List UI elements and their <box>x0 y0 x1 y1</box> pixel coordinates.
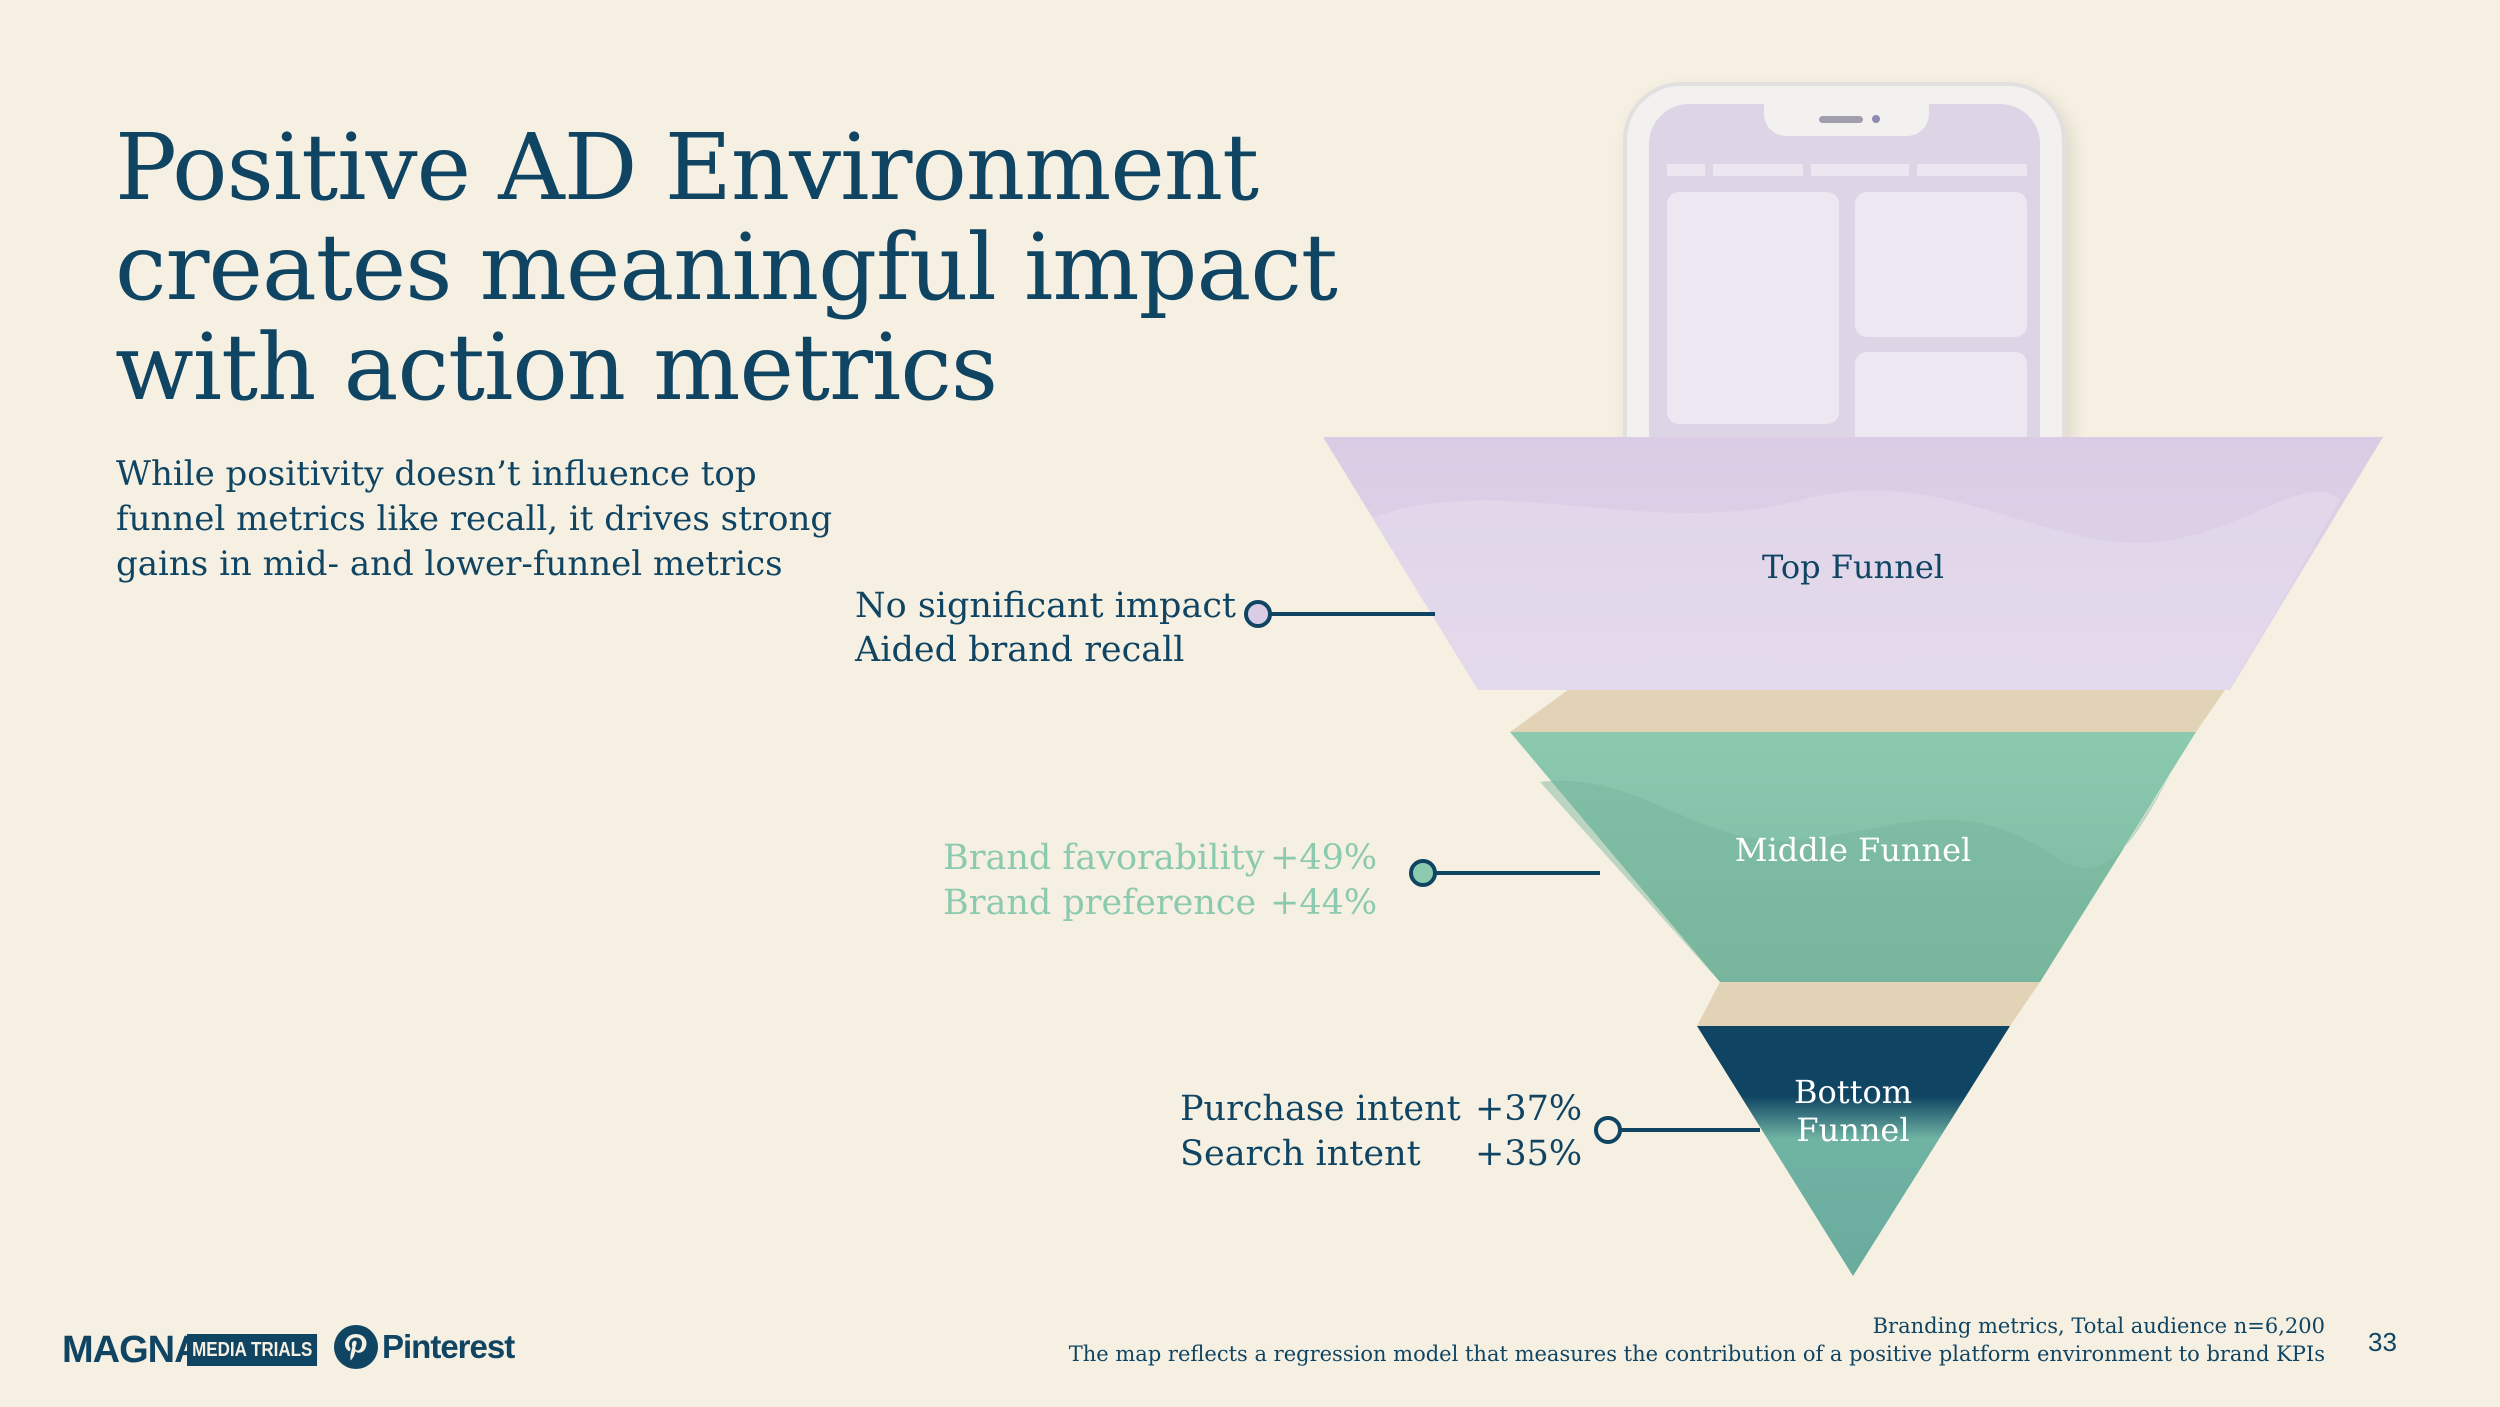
subtitle-line-1: While positivity doesn’t influence top <box>116 454 757 494</box>
magna-logo: MAGNA <box>62 1329 202 1371</box>
footnote-method: The map reflects a regression model that… <box>1068 1342 2325 1366</box>
phone-nav-bar <box>1811 164 1909 176</box>
middle-metric-name: Brand favorability <box>943 838 1265 878</box>
bottom-metric-value: +37% <box>1475 1089 1583 1129</box>
title-line-1: Positive AD Environment <box>115 114 1259 221</box>
footnote-sample: Branding metrics, Total audience n=6,200 <box>1872 1314 2325 1338</box>
bottom-funnel-label-line-2: Funnel <box>1796 1111 1910 1149</box>
top-metric-text: Aided brand recall <box>855 630 1185 670</box>
top-funnel-label: Top Funnel <box>1762 548 1944 586</box>
phone-illustration <box>1623 82 2066 456</box>
pinterest-wordmark: Pinterest <box>382 1328 515 1365</box>
title-line-3: with action metrics <box>115 314 998 421</box>
pinterest-icon <box>334 1325 378 1369</box>
phone-screen <box>1649 104 2040 456</box>
middle-leader-dot <box>1409 859 1437 887</box>
pinterest-glyph-icon <box>345 1334 367 1361</box>
bottom-funnel-shape <box>1697 1026 2010 1276</box>
phone-camera <box>1872 115 1880 123</box>
page-number: 33 <box>2368 1327 2397 1357</box>
middle-metric-value: +44% <box>1270 883 1378 923</box>
funnel-connector-top <box>1510 690 2225 732</box>
bottom-metric-name: Purchase intent <box>1180 1089 1461 1129</box>
bottom-funnel-label-line-1: Bottom <box>1793 1073 1913 1111</box>
subtitle-line-3: gains in mid- and lower-funnel metrics <box>116 544 783 584</box>
middle-metric-value: +49% <box>1270 838 1378 878</box>
subtitle-line-2: funnel metrics like recall, it drives st… <box>116 499 833 539</box>
funnel-connector-bottom <box>1697 982 2040 1026</box>
bottom-metric-value: +35% <box>1475 1134 1583 1174</box>
title-line-2: creates meaningful impact <box>115 214 1338 321</box>
phone-nav-bar <box>1667 164 1705 176</box>
bottom-leader-dot <box>1594 1116 1622 1144</box>
bottom-metric-name: Search intent <box>1180 1134 1421 1174</box>
middle-funnel-label: Middle Funnel <box>1734 831 1972 869</box>
top-impact-text: No significant impact <box>855 586 1236 626</box>
media-trials-logo: MEDIA TRIALS <box>187 1334 318 1366</box>
page-title: Positive AD Environment creates meaningf… <box>115 114 1338 421</box>
phone-notch <box>1764 104 1929 136</box>
middle-funnel-shape <box>1510 732 2196 982</box>
phone-speaker <box>1819 116 1863 123</box>
top-leader-dot <box>1244 600 1272 628</box>
phone-nav-bar <box>1713 164 1803 176</box>
top-funnel-texture <box>1372 490 2340 690</box>
middle-metric-name: Brand preference <box>943 883 1257 923</box>
phone-card <box>1855 192 2027 337</box>
middle-funnel-texture <box>1540 775 2170 982</box>
phone-card <box>1667 192 1839 424</box>
page-subtitle: While positivity doesn’t influence top f… <box>116 452 876 587</box>
phone-nav-bar <box>1917 164 2027 176</box>
bottom-funnel-label: Bottom Funnel <box>1753 1073 1953 1149</box>
